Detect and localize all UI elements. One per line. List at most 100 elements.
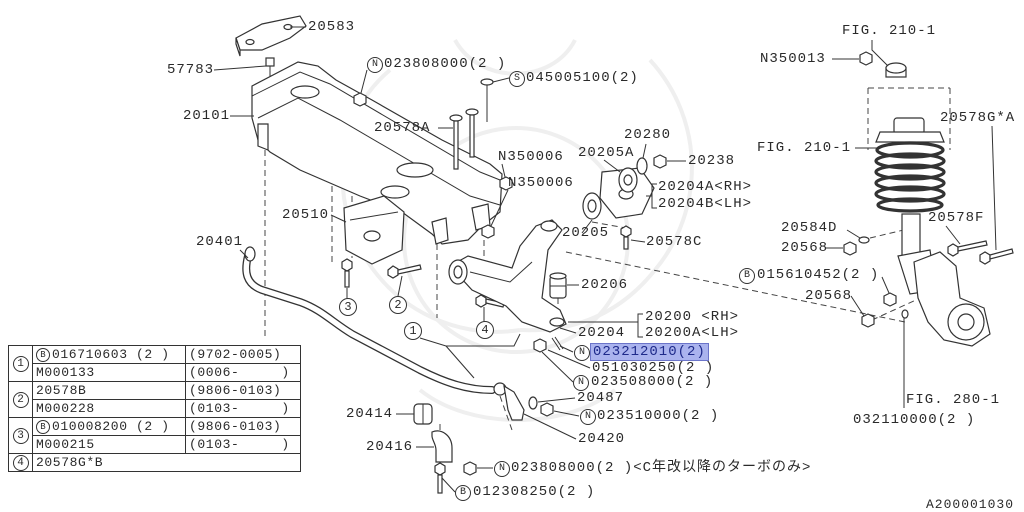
leader-line [630, 239, 646, 243]
bolt-head [480, 78, 494, 86]
bolt-head [465, 108, 479, 116]
leader-line [553, 410, 580, 417]
table-index-cell: 1 [8, 345, 33, 382]
callout-023510000[interactable]: 023510000(2 ) [597, 408, 720, 424]
crossmember-body [251, 61, 503, 245]
callout-n350006-upper[interactable]: N350006 [498, 149, 564, 165]
table-part-cell[interactable]: M000133 [32, 363, 186, 382]
table-row: M000133 (0006- ) [9, 363, 301, 382]
bolt-symbol: B [36, 347, 50, 362]
spring-coil [874, 174, 946, 192]
spring-coil [874, 163, 946, 181]
callout-20101[interactable]: 20101 [183, 108, 231, 124]
bolt-head [979, 251, 991, 265]
index-mark-3[interactable]: 3 [339, 298, 357, 316]
bolt-shaft [623, 236, 629, 250]
index-mark-4[interactable]: 4 [476, 321, 494, 339]
callout-fig-210-1-mid[interactable]: FIG. 210-1 [757, 140, 852, 156]
table-row: 4 20578G*B [8, 453, 301, 472]
callout-20200a[interactable]: 20200A<LH> [645, 325, 740, 341]
callout-20416[interactable]: 20416 [366, 439, 414, 455]
callout-012308250[interactable]: 012308250(2 ) [473, 484, 596, 500]
callout-023212010-highlighted[interactable]: 023212010(2) [590, 343, 709, 361]
bolt-shaft [453, 120, 459, 170]
table-row: 2 20578B (9806-0103) [8, 381, 301, 418]
bracket-20583 [235, 15, 307, 57]
bolt-head [449, 114, 463, 122]
callout-20584d[interactable]: 20584D [781, 220, 838, 236]
knuckle [913, 251, 991, 347]
callout-20205[interactable]: 20205 [562, 225, 610, 241]
callout-fig-280-1[interactable]: FIG. 280-1 [906, 392, 1001, 408]
bolt-index-3 [341, 258, 353, 288]
leader-line [581, 219, 593, 234]
callout-20420[interactable]: 20420 [578, 431, 626, 447]
bolt-shaft [989, 248, 1014, 260]
callout-20578g-a[interactable]: 20578G*A [940, 110, 1016, 126]
nut-symbol: N [494, 461, 510, 477]
bolt-045005100 [480, 78, 494, 122]
table-part-cell[interactable]: M000215 [32, 435, 186, 454]
callout-57783[interactable]: 57783 [167, 62, 215, 78]
leader-line [441, 477, 456, 493]
bolt-head [653, 154, 667, 169]
leader-line [642, 143, 647, 159]
lower-arm-front-pivot [540, 220, 558, 232]
callout-20578c[interactable]: 20578C [646, 234, 703, 250]
table-range-cell: (0103- ) [185, 435, 301, 454]
callout-051030250[interactable]: 051030250(2 ) [592, 360, 715, 376]
callout-n350013[interactable]: N350013 [760, 51, 826, 67]
callout-20568-upper[interactable]: 20568 [781, 240, 829, 256]
callout-20568-lower[interactable]: 20568 [805, 288, 853, 304]
callout-023808000-top[interactable]: 023808000(2 ) [384, 56, 507, 72]
callout-20205a[interactable]: 20205A [578, 145, 635, 161]
callout-015610452[interactable]: 015610452(2 ) [757, 267, 880, 283]
table-part-cell[interactable]: M000228 [32, 399, 186, 418]
crossmember-hole [380, 185, 410, 199]
callout-045005100[interactable]: 045005100(2) [526, 70, 639, 86]
bushing-20205a [618, 167, 638, 193]
table-part-cell[interactable]: 20578G*B [32, 453, 301, 472]
callout-20583[interactable]: 20583 [308, 19, 356, 35]
callout-20578a[interactable]: 20578A [374, 120, 431, 136]
callout-023508000[interactable]: 023508000(2 ) [591, 374, 714, 390]
index-mark-1[interactable]: 1 [404, 322, 422, 340]
strut-assembly [859, 51, 946, 295]
bracket-20510 [343, 195, 405, 265]
callout-20414[interactable]: 20414 [346, 406, 394, 422]
callout-20204[interactable]: 20204 [578, 325, 626, 341]
bolt-head [387, 265, 399, 279]
callout-20578f[interactable]: 20578F [928, 210, 985, 226]
callout-023808000-turbo[interactable]: 023808000(2 )<C年改以降のターボのみ> [511, 460, 812, 476]
bracket-hole [363, 230, 381, 242]
lower-arm-body [449, 219, 567, 333]
strut-upper-seat [875, 131, 945, 143]
nut-023808000 [353, 92, 367, 107]
bolt-head [434, 462, 446, 476]
callout-20510[interactable]: 20510 [282, 207, 330, 223]
callout-20204a[interactable]: 20204A<RH> [658, 179, 753, 195]
table-row: M000215 (0103- ) [9, 435, 301, 454]
callout-n350006-lower[interactable]: N350006 [508, 175, 574, 191]
index-mark-2[interactable]: 2 [389, 296, 407, 314]
table-index-mark: 4 [12, 455, 29, 471]
leader-bracket-20204 [646, 183, 657, 209]
callout-20401[interactable]: 20401 [196, 234, 244, 250]
callout-20280[interactable]: 20280 [624, 127, 672, 143]
callout-20487[interactable]: 20487 [577, 390, 625, 406]
callout-20204b[interactable]: 20204B<LH> [658, 196, 753, 212]
callout-20238[interactable]: 20238 [688, 153, 736, 169]
callout-fig-210-1-top[interactable]: FIG. 210-1 [842, 23, 937, 39]
callout-20206[interactable]: 20206 [581, 277, 629, 293]
table-range-cell: (0006- ) [185, 363, 301, 382]
callout-20200[interactable]: 20200 <RH> [645, 309, 740, 325]
bolt-20578f [947, 240, 988, 257]
table-index-cell: 2 [8, 381, 33, 418]
table-part-cell[interactable]: 20578B [32, 381, 186, 400]
stabilizer-bar-end [244, 246, 256, 262]
bracket-plate [235, 15, 307, 51]
callout-032110000[interactable]: 032110000(2 ) [853, 412, 976, 428]
